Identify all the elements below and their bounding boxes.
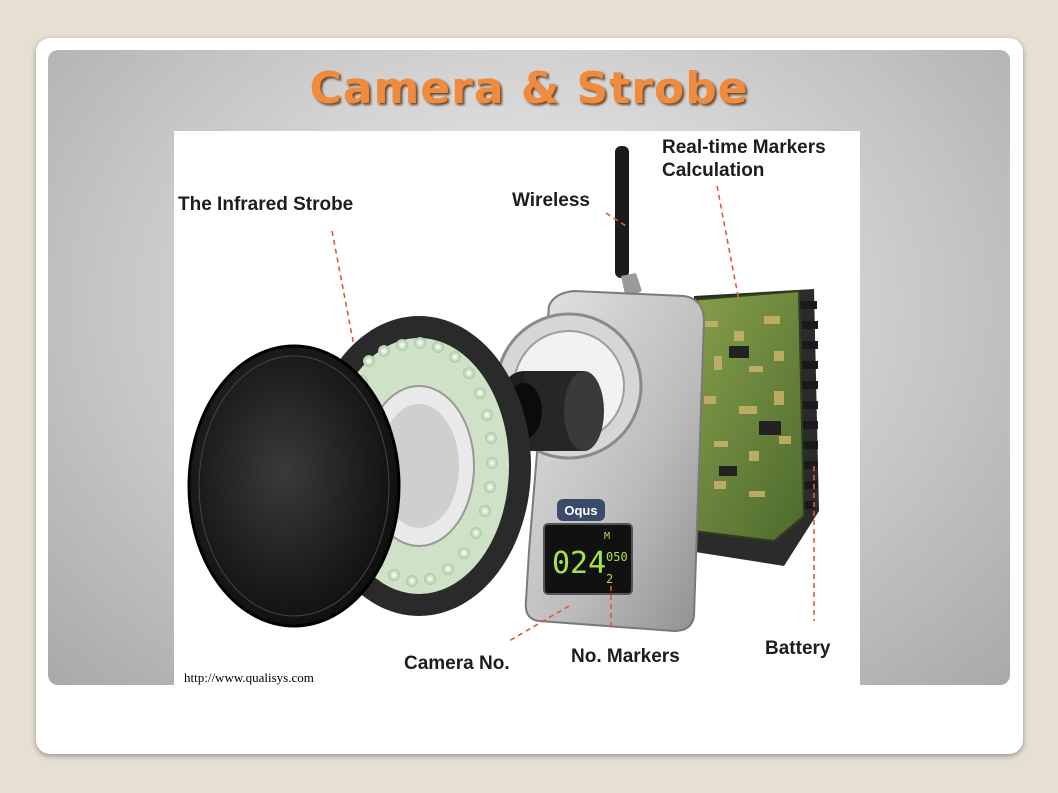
- slide-card: Camera & Strobe: [36, 38, 1023, 754]
- label-battery: Battery: [765, 638, 831, 659]
- label-camera-number: Camera No.: [404, 653, 510, 674]
- pcb-board: [677, 289, 806, 543]
- display-camera-number: 024: [552, 546, 606, 581]
- label-realtime-markers: Real-time Markers Calculation: [662, 137, 826, 181]
- status-display: [543, 523, 633, 595]
- label-number-of-markers: No. Markers: [571, 646, 680, 667]
- brand-logo: Oqus: [564, 503, 597, 518]
- slide-title: Camera & Strobe: [309, 63, 749, 114]
- display-mode: M: [604, 531, 610, 542]
- leader-lines: [331, 185, 815, 642]
- strobe-filter-cap: [187, 344, 401, 628]
- exploded-camera-diagram: Oqus 024 050 2 M: [174, 131, 860, 690]
- wireless-antenna: [615, 146, 642, 299]
- label-wireless: Wireless: [512, 190, 590, 211]
- display-index: 2: [606, 572, 613, 586]
- display-marker-count: 050: [606, 550, 628, 564]
- slide-background: Camera & Strobe: [48, 50, 1010, 690]
- camera-illustration: Oqus 024 050 2 M: [187, 146, 819, 642]
- source-url: http://www.qualisys.com: [184, 670, 314, 685]
- label-infrared-strobe: The Infrared Strobe: [178, 194, 354, 215]
